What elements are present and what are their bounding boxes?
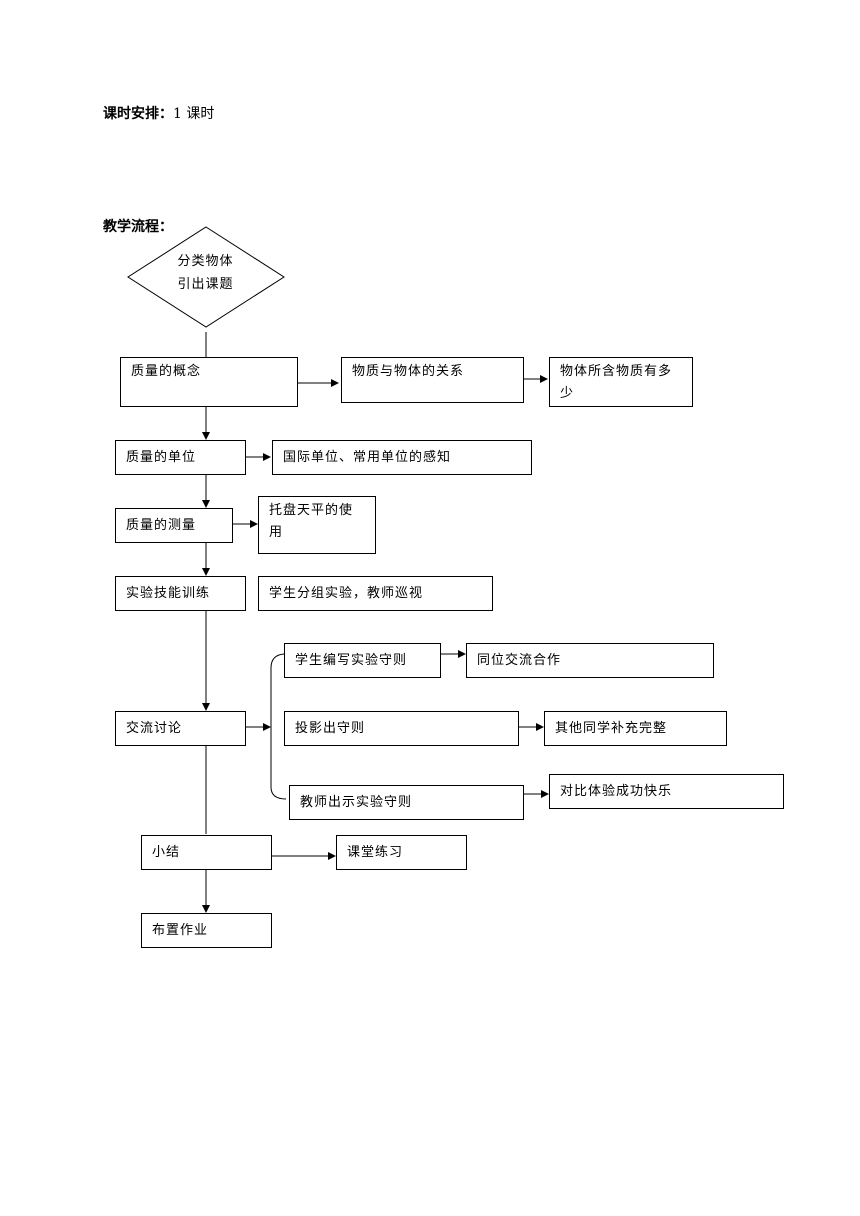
node-peer: 同位交流合作 <box>466 643 714 678</box>
schedule-line: 课时安排：1 课时 <box>103 105 214 123</box>
start-node-text: 分类物体 引出课题 <box>128 250 283 296</box>
node-discuss: 交流讨论 <box>115 711 246 746</box>
start-diamond <box>127 226 285 328</box>
flow-label: 教学流程： <box>103 219 173 235</box>
node-summary: 小结 <box>141 835 272 870</box>
node-teacher-rules: 教师出示实验守则 <box>289 785 524 820</box>
node-unit: 质量的单位 <box>115 440 246 475</box>
node-rules-write: 学生编写实验守则 <box>284 643 441 678</box>
node-skill: 实验技能训练 <box>115 576 246 611</box>
node-unit-sense: 国际单位、常用单位的感知 <box>272 440 532 475</box>
node-relation: 物质与物体的关系 <box>341 357 524 403</box>
start-line-2: 引出课题 <box>177 277 234 292</box>
node-project: 投影出守则 <box>284 711 519 746</box>
node-homework: 布置作业 <box>141 913 272 948</box>
node-measure: 质量的测量 <box>115 508 233 543</box>
node-practice: 课堂练习 <box>336 835 467 870</box>
node-amount: 物体所含物质有多少 <box>549 357 693 407</box>
branch-brace <box>270 653 287 800</box>
node-group-exp: 学生分组实验，教师巡视 <box>258 576 493 611</box>
node-supplement: 其他同学补充完整 <box>544 711 727 746</box>
flow-heading: 教学流程： <box>103 218 173 236</box>
node-balance: 托盘天平的使用 <box>258 496 376 554</box>
start-line-1: 分类物体 <box>177 254 234 269</box>
node-concept: 质量的概念 <box>120 357 298 407</box>
schedule-label: 课时安排： <box>103 106 173 122</box>
schedule-value: 1 课时 <box>173 106 215 122</box>
node-compare: 对比体验成功快乐 <box>549 774 784 809</box>
